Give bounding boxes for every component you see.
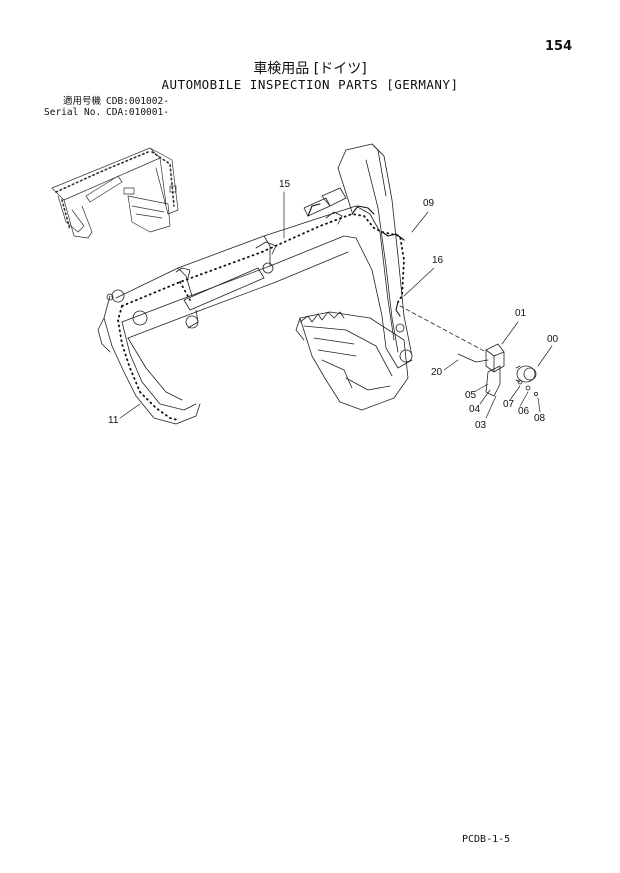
serial-row-applicable: 適用号機 CDB:001002- [44,96,169,107]
callout-07: 07 [503,399,515,410]
serial-value: CDA:010001- [106,107,169,118]
page-title-japanese: 車検用品 [ドイツ] [253,61,367,77]
callout-16: 16 [432,255,444,266]
callout-03: 03 [475,420,487,431]
harness-solid-sections [307,203,405,317]
wiring-harness [117,213,405,421]
serial-number-block: 適用号機 CDB:001002- Serial No. CDA:010001- [44,96,169,118]
serial-row-serial-no: Serial No. CDA:010001- [44,107,169,118]
lamp-assembly [399,305,539,397]
serial-label: Serial No. [44,107,102,118]
callout-09: 09 [423,198,435,209]
serial-value: CDB:001002- [106,96,169,107]
page-title-english: AUTOMOBILE INSPECTION PARTS [GERMANY] [161,77,459,92]
callout-15: 15 [279,179,291,190]
serial-label: 適用号機 [62,96,101,107]
callout-05: 05 [465,390,477,401]
page-number: 154 [545,39,573,54]
callout-20: 20 [431,367,443,378]
callout-01: 01 [515,308,527,319]
callout-00: 00 [547,334,559,345]
overview-inset-drawing [51,147,179,239]
callout-08: 08 [534,413,546,424]
leader-lines [119,191,553,419]
main-boom-drawing [97,143,413,425]
callout-11: 11 [108,415,119,426]
callout-06: 06 [518,406,530,417]
footer-page-code: PCDB-1-5 [462,834,511,845]
callout-04: 04 [469,404,481,415]
